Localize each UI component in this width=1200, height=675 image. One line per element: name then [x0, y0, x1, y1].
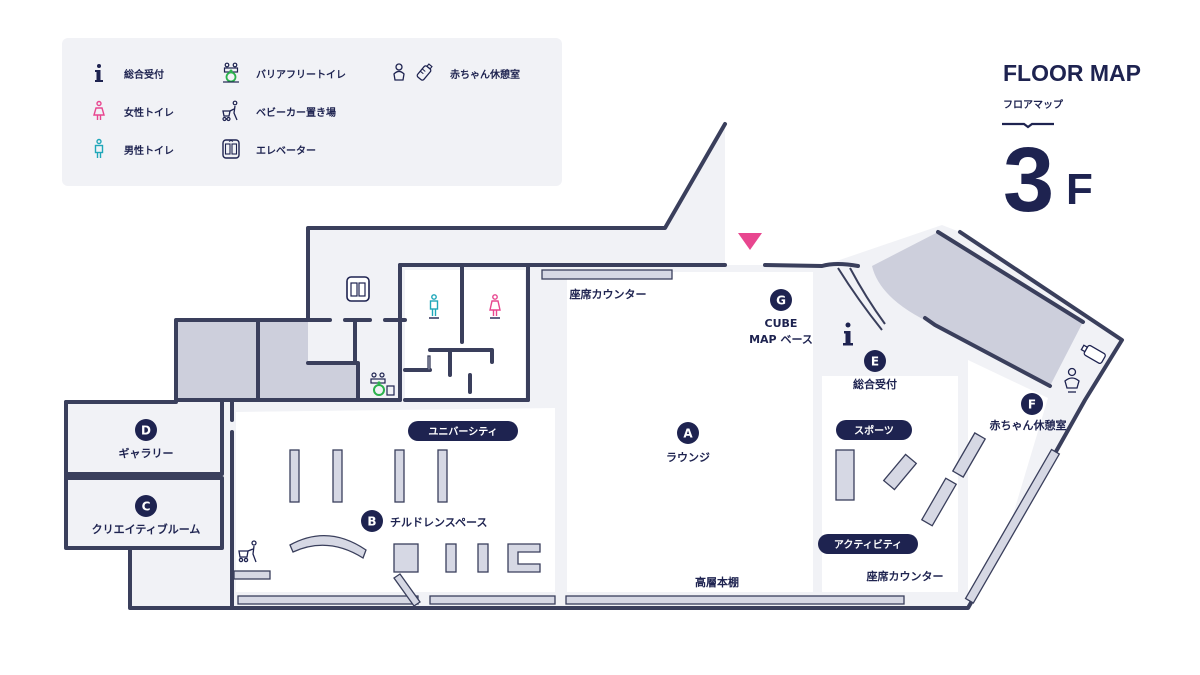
service-area-block [872, 232, 1083, 386]
area-badge-a[interactable]: A [677, 422, 699, 444]
curved-partition-2 [849, 267, 886, 325]
area-badge-b[interactable]: B [361, 510, 383, 532]
svg-text:スポーツ: スポーツ [854, 424, 894, 437]
entrance-marker [738, 233, 762, 250]
legend-label: ベビーカー置き場 [256, 107, 336, 119]
legend-item-barrier-free: バリアフリートイレ [220, 62, 346, 84]
area-letter-e: E [871, 355, 879, 369]
barrier-free-restroom-icon [220, 62, 242, 84]
elevator-icon [220, 138, 242, 160]
legend-item-mens: 男性トイレ [88, 138, 174, 160]
zone-tag-university: ユニバーシティ [408, 421, 518, 441]
area-letter-f: F [1028, 398, 1036, 412]
legend-label: 総合受付 [124, 69, 164, 81]
arc-seat [289, 535, 367, 559]
restroom-bay [405, 270, 525, 400]
area-label-cube-line2: MAP ベース [749, 333, 813, 346]
legend-item-elevator: エレベーター [220, 138, 316, 160]
area-label-lounge: ラウンジ [666, 451, 710, 464]
stroller-parking-icon [220, 100, 242, 122]
area-label-childrens-space: チルドレンスペース [390, 516, 487, 529]
legend-item-stroller: ベビーカー置き場 [220, 100, 336, 122]
block-b4 [507, 543, 541, 573]
bench-4 [437, 449, 448, 503]
label-counter-top: 座席カウンター [569, 287, 647, 301]
mens-restroom-icon [429, 294, 439, 319]
area-label-creative-room: クリエイティブルーム [92, 522, 201, 536]
info-icon [843, 322, 853, 346]
sports-box-4 [920, 477, 958, 527]
shelf-bottom-2 [429, 595, 556, 605]
legend-label: 赤ちゃん休憩室 [450, 69, 520, 81]
area-letter-d: D [141, 424, 151, 438]
baby-room-icon [1064, 344, 1106, 393]
area-letter-b: B [367, 515, 376, 529]
area-badge-f[interactable]: F [1021, 393, 1043, 415]
staff-room-block [176, 320, 358, 400]
bookshelf-long [565, 595, 905, 605]
baby-room-icon [390, 62, 436, 84]
sports-box-3 [951, 432, 987, 478]
counter-right [964, 448, 1061, 604]
zone-tag-sports: スポーツ [836, 420, 912, 440]
counter-top [541, 269, 673, 280]
info-icon [88, 62, 110, 84]
floor-map-subtitle: フロアマップ [1003, 100, 1063, 111]
area-letter-a: A [683, 427, 693, 441]
slide [393, 573, 421, 607]
baby-room-bay [968, 360, 1048, 598]
area-label-baby-room: 赤ちゃん休憩室 [990, 418, 1067, 432]
legend-panel: 総合受付 女性トイレ 男性トイレ バリアフリートイレ ベビーカー置き場 エレベー… [62, 38, 562, 186]
area-badge-g[interactable]: G [770, 289, 792, 311]
area-badge-d[interactable]: D [135, 419, 157, 441]
legend-label: 女性トイレ [124, 107, 174, 119]
womens-restroom-icon [88, 100, 110, 122]
mens-restroom-icon [88, 138, 110, 160]
label-counter-right: 座席カウンター [866, 569, 944, 583]
floor-unit: F [1066, 165, 1093, 214]
svg-text:アクティビティ: アクティビティ [834, 538, 902, 551]
bench-3 [394, 449, 405, 503]
zone-tag-activity: アクティビティ [818, 534, 918, 554]
area-badge-c[interactable]: C [135, 495, 157, 517]
sports-box-2 [882, 453, 918, 491]
area-badge-e[interactable]: E [864, 350, 886, 372]
legend-label: 男性トイレ [124, 145, 174, 157]
floor-map-title: FLOOR MAP [1003, 60, 1141, 86]
title-bracket [1002, 122, 1054, 129]
walls [64, 122, 1124, 610]
stroller-icon [238, 540, 257, 563]
floor-number: 3 [1003, 129, 1055, 231]
area-letter-g: G [776, 294, 786, 308]
block-b3 [477, 543, 489, 573]
curved-partition [837, 267, 883, 331]
block-b1 [393, 543, 419, 573]
legend-label: エレベーター [256, 145, 316, 157]
block-b2 [445, 543, 457, 573]
barrier-free-restroom-icon [370, 372, 395, 396]
svg-text:ユニバーシティ: ユニバーシティ [428, 426, 497, 438]
bench-2 [332, 449, 343, 503]
area-label-gallery: ギャラリー [119, 446, 174, 460]
legend-label: バリアフリートイレ [256, 69, 346, 81]
area-label-reception: 総合受付 [853, 377, 897, 391]
sports-box-1 [835, 449, 855, 501]
womens-restroom-icon [489, 294, 501, 319]
legend-item-womens: 女性トイレ [88, 100, 174, 122]
elevator-icon [346, 276, 370, 302]
area-label-cube-line1: CUBE [765, 317, 798, 330]
legend-item-info: 総合受付 [88, 62, 164, 84]
bench-1 [289, 449, 300, 503]
furniture-group [233, 269, 1061, 607]
pillar [427, 355, 431, 371]
area-letter-c: C [142, 500, 151, 514]
legend-item-baby-room: 赤ちゃん休憩室 [390, 62, 520, 84]
stroller-shelf [233, 570, 271, 580]
shelf-bottom-1 [237, 595, 419, 605]
label-bookshelf: 高層本棚 [695, 575, 739, 589]
